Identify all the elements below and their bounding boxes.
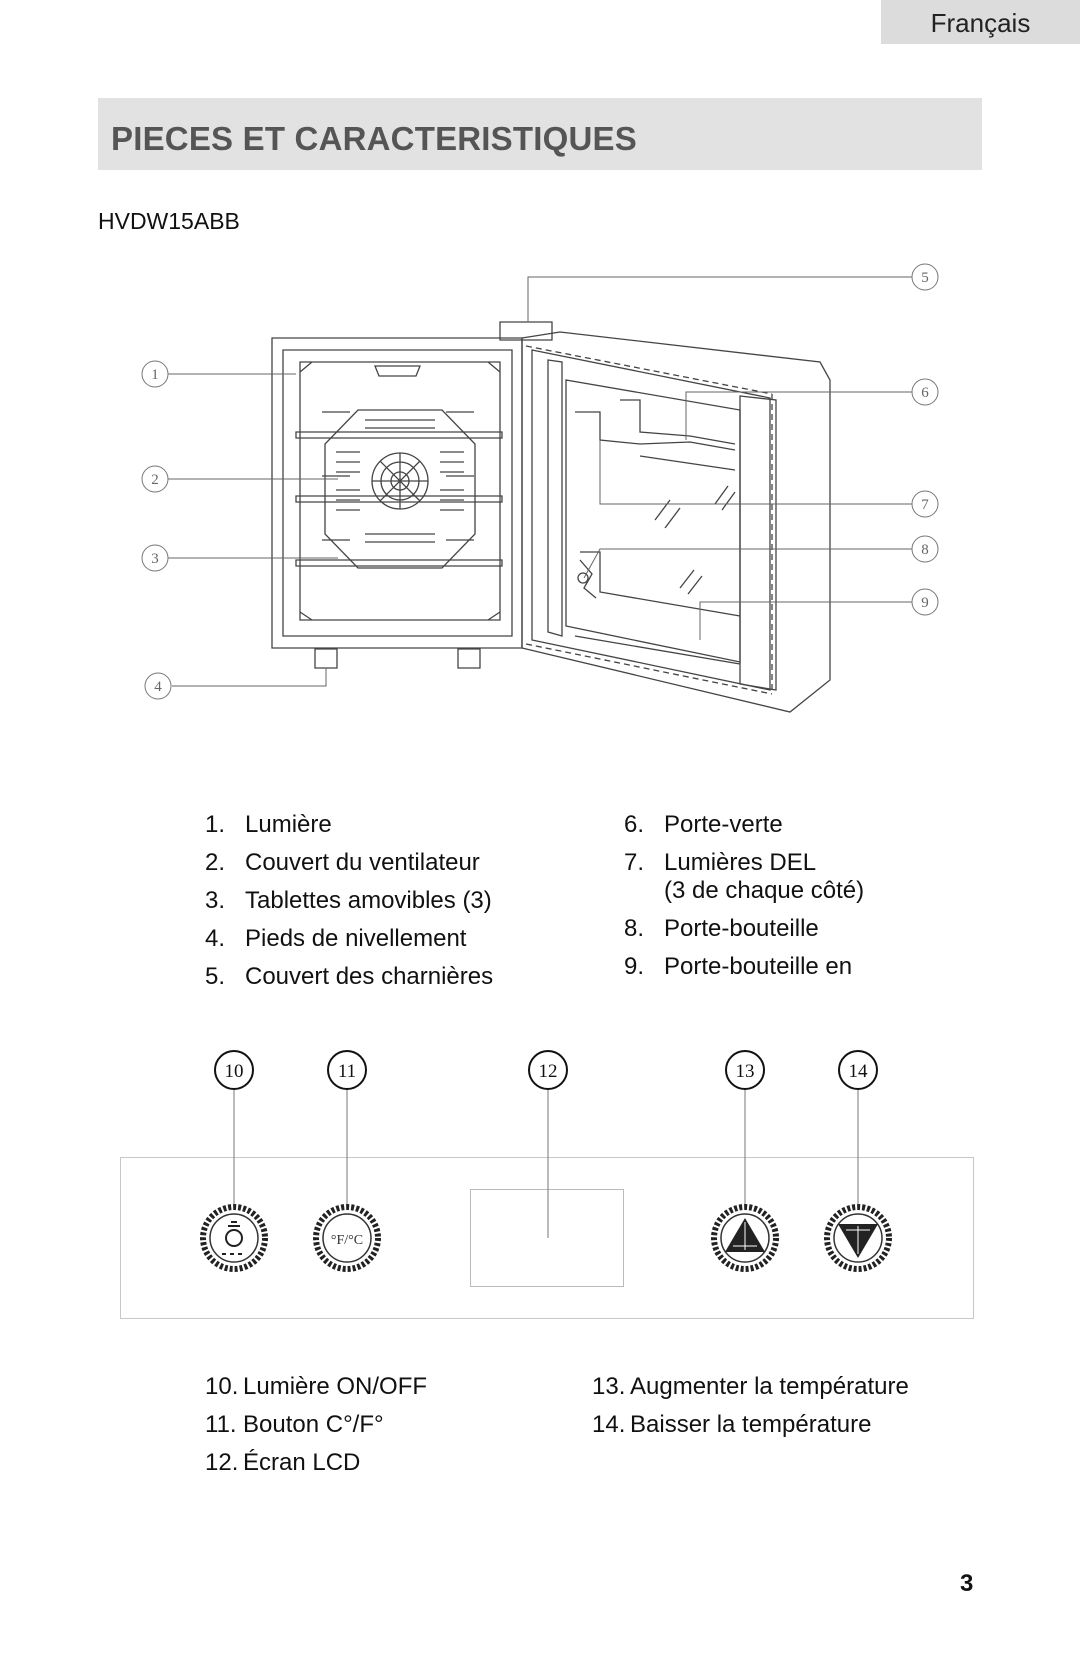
list-item: 7.Lumières DEL bbox=[624, 849, 817, 876]
svg-text:6: 6 bbox=[921, 385, 929, 401]
section-title-bar: PIECES ET CARACTERISTIQUES bbox=[98, 98, 982, 170]
wine-cooler-diagram: 1 2 3 4 5 6 7 8 9 bbox=[141, 263, 939, 713]
cabinet-outline bbox=[271, 337, 523, 649]
svg-text:8: 8 bbox=[921, 542, 929, 558]
controls-list-left: 10.Lumière ON/OFF 11.Bouton C°/F° 12.Écr… bbox=[205, 1368, 427, 1482]
leveling-foot bbox=[314, 648, 338, 669]
list-item: 3.Tablettes amovibles (3) bbox=[205, 887, 492, 914]
list-item: 12.Écran LCD bbox=[205, 1449, 361, 1476]
callout-14: 14 bbox=[838, 1050, 878, 1090]
svg-text:2: 2 bbox=[151, 472, 159, 488]
callout-6: 6 bbox=[911, 378, 939, 406]
svg-text:3: 3 bbox=[151, 551, 159, 567]
svg-text:7: 7 bbox=[921, 497, 929, 513]
list-item: 9.Porte-bouteille en bbox=[624, 953, 853, 980]
callout-1: 1 bbox=[141, 360, 169, 388]
list-item: 2.Couvert du ventilateur bbox=[205, 849, 480, 876]
svg-text:1: 1 bbox=[151, 367, 159, 383]
language-tab[interactable]: Français bbox=[881, 0, 1080, 44]
callout-4: 4 bbox=[144, 672, 172, 700]
glass-door bbox=[521, 331, 831, 713]
hinge-cover bbox=[499, 321, 553, 341]
callout-7: 7 bbox=[911, 490, 939, 518]
callout-12: 12 bbox=[528, 1050, 568, 1090]
list-item-continuation: (3 de chaque côté) bbox=[664, 877, 865, 904]
bottle-holder-bottom bbox=[574, 635, 741, 665]
fan-cover bbox=[324, 409, 476, 569]
list-item: 13.Augmenter la température bbox=[592, 1373, 909, 1400]
model-number: HVDW15ABB bbox=[98, 208, 240, 234]
callout-10: 10 bbox=[214, 1050, 254, 1090]
led-lights bbox=[575, 411, 736, 451]
page-number: 3 bbox=[960, 1570, 974, 1597]
control-panel bbox=[120, 1157, 974, 1319]
svg-text:12: 12 bbox=[539, 1061, 558, 1082]
list-item: 6.Porte-verte bbox=[624, 811, 783, 838]
list-item: 4.Pieds de nivellement bbox=[205, 925, 467, 952]
list-item: 8.Porte-bouteille bbox=[624, 915, 819, 942]
svg-text:14: 14 bbox=[849, 1061, 869, 1082]
shelf bbox=[295, 559, 503, 567]
callout-8: 8 bbox=[911, 535, 939, 563]
lcd-screen bbox=[470, 1189, 624, 1287]
callout-11: 11 bbox=[327, 1050, 367, 1090]
controls-list-right: 13.Augmenter la température 14.Baisser l… bbox=[592, 1368, 909, 1444]
callout-5: 5 bbox=[911, 263, 939, 291]
list-item: 11.Bouton C°/F° bbox=[205, 1411, 384, 1438]
list-item: 10.Lumière ON/OFF bbox=[205, 1373, 428, 1400]
svg-text:11: 11 bbox=[338, 1061, 356, 1082]
callout-9: 9 bbox=[911, 588, 939, 616]
interior-light bbox=[374, 365, 421, 377]
svg-text:10: 10 bbox=[225, 1061, 244, 1082]
list-item: 14.Baisser la température bbox=[592, 1411, 872, 1438]
shelf bbox=[295, 495, 503, 503]
leveling-foot bbox=[457, 648, 481, 669]
callout-13: 13 bbox=[725, 1050, 765, 1090]
svg-text:5: 5 bbox=[921, 270, 929, 286]
svg-text:13: 13 bbox=[736, 1061, 755, 1082]
callout-2: 2 bbox=[141, 465, 169, 493]
section-title: PIECES ET CARACTERISTIQUES bbox=[111, 120, 637, 157]
list-item: 1.Lumière bbox=[205, 811, 332, 838]
svg-text:9: 9 bbox=[921, 595, 929, 611]
svg-text:4: 4 bbox=[154, 679, 162, 695]
parts-list-left: 1.Lumière 2.Couvert du ventilateur 3.Tab… bbox=[205, 806, 493, 996]
bottle-holder bbox=[580, 551, 741, 617]
shelf bbox=[295, 431, 503, 439]
callout-3: 3 bbox=[141, 544, 169, 572]
list-item: 5.Couvert des charnières bbox=[205, 963, 494, 990]
parts-list-right: 6.Porte-verte 7.Lumières DEL (3 de chaqu… bbox=[624, 806, 864, 986]
